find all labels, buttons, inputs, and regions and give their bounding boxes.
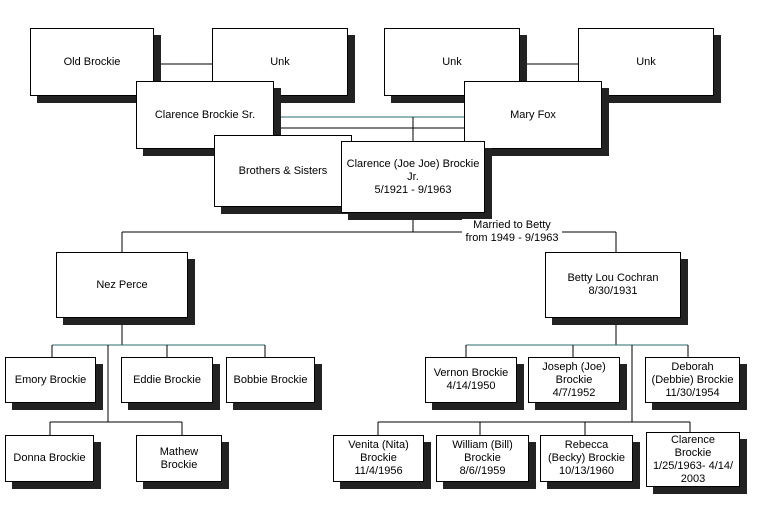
- person-box-venita: Venita (Nita) Brockie 11/4/1956: [333, 435, 424, 482]
- marriage-note: Married to Betty from 1949 - 9/1963: [462, 219, 562, 245]
- person-name: Emory Brockie: [14, 373, 87, 386]
- person-name: Nez Perce: [96, 278, 148, 291]
- person-name: Unk: [270, 55, 290, 68]
- person-box-emory: Emory Brockie: [5, 357, 96, 403]
- person-name: Venita (Nita) Brockie 11/4/1956: [348, 439, 409, 477]
- person-name: Brothers & Sisters: [238, 164, 328, 177]
- person-name: Mary Fox: [510, 108, 556, 121]
- person-name: Betty Lou Cochran 8/30/1931: [567, 272, 659, 297]
- person-box-bobbie: Bobbie Brockie: [226, 357, 315, 403]
- person-box-mathew: Mathew Brockie: [136, 435, 222, 482]
- person-box-william: William (Bill) Brockie 8/6//1959: [436, 435, 529, 482]
- person-name: Vernon Brockie 4/14/1950: [433, 367, 509, 392]
- person-name: Deborah (Debbie) Brockie 11/30/1954: [651, 360, 734, 399]
- person-name: Bobbie Brockie: [233, 373, 308, 386]
- person-box-eddie: Eddie Brockie: [121, 357, 213, 403]
- person-name: Clarence Brockie Sr.: [154, 108, 256, 121]
- person-name: William (Bill) Brockie 8/6//1959: [452, 439, 513, 477]
- person-box-donna: Donna Brockie: [5, 435, 94, 482]
- person-box-mary-fox: Mary Fox: [464, 81, 602, 149]
- person-box-clarence-sr: Clarence Brockie Sr.: [136, 81, 274, 149]
- person-box-deborah: Deborah (Debbie) Brockie 11/30/1954: [645, 357, 740, 403]
- person-box-old-brockie: Old Brockie: [30, 28, 154, 96]
- person-name: Joseph (Joe) Brockie 4/7/1952: [542, 360, 606, 399]
- person-box-vernon: Vernon Brockie 4/14/1950: [425, 357, 517, 403]
- person-box-brothers-sisters: Brothers & Sisters: [214, 135, 352, 207]
- person-box-betty: Betty Lou Cochran 8/30/1931: [545, 252, 681, 318]
- person-box-rebecca: Rebecca (Becky) Brockie 10/13/1960: [540, 435, 633, 482]
- person-name: Clarence (Joe Joe) Brockie Jr. 5/1921 - …: [346, 157, 480, 196]
- person-box-clarence-jr: Clarence (Joe Joe) Brockie Jr. 5/1921 - …: [341, 141, 485, 213]
- person-box-nez-perce: Nez Perce: [56, 252, 188, 318]
- person-name: Mathew Brockie: [159, 445, 199, 471]
- person-name: Eddie Brockie: [133, 373, 201, 386]
- person-name: Clarence Brockie 1/25/1963- 4/14/ 2003: [652, 433, 734, 485]
- person-name: Unk: [442, 55, 462, 68]
- person-box-joseph: Joseph (Joe) Brockie 4/7/1952: [528, 357, 620, 403]
- person-name: Unk: [636, 55, 656, 68]
- person-name: Old Brockie: [63, 55, 121, 68]
- person-name: Donna Brockie: [13, 452, 86, 464]
- person-name: Rebecca (Becky) Brockie 10/13/1960: [547, 439, 626, 477]
- person-box-clarence-iii: Clarence Brockie 1/25/1963- 4/14/ 2003: [646, 432, 740, 487]
- person-box-unk-1: Unk: [212, 28, 348, 96]
